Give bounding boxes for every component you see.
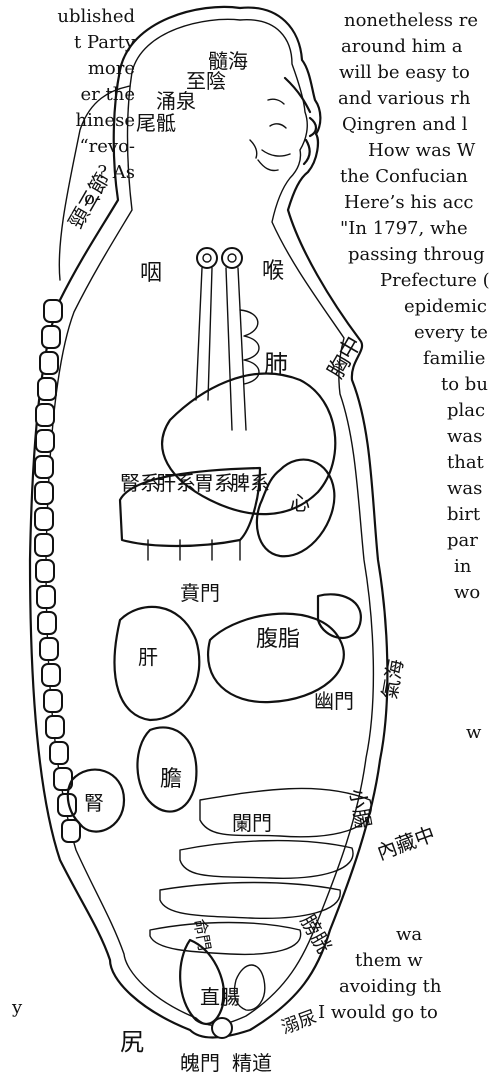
label-pylorus: 幽門 (314, 689, 354, 713)
label-lungs: 肺 (264, 350, 288, 378)
label-ileocecal: 闌門 (232, 811, 272, 835)
label-rectum: 直腸 (200, 985, 240, 1009)
label-buttock: 尻 (120, 1028, 144, 1056)
label-anus: 魄門 (180, 1051, 220, 1075)
label-stomach-system: 胃系 (194, 471, 234, 495)
label-yongquan: 涌泉 (156, 89, 196, 113)
label-heart: 心 (290, 491, 310, 515)
spleen-organ (318, 594, 361, 638)
throat-tubes (196, 248, 259, 430)
label-seminal-duct: 精道 (232, 1051, 272, 1075)
label-kidney-system: 腎系 (120, 471, 160, 495)
label-liver-system: 肝系 (156, 471, 196, 495)
label-inner-sheath: 內藏中 (374, 822, 439, 865)
label-fat-membrane: 腹脂 (256, 627, 300, 652)
label-small-intestine: 小腸 (345, 787, 376, 831)
label-gallbladder: 膽 (160, 767, 182, 792)
label-bladder: 膀胱 (296, 911, 337, 958)
label-abdomen-side: 氣海 (377, 657, 408, 701)
label-life-gate: 命門 (190, 917, 214, 952)
label-cardia: 賁門 (180, 581, 220, 605)
label-kidney: 腎 (84, 791, 104, 815)
label-neck-bones: 頸三節 (64, 169, 115, 233)
label-pharynx: 咽 (140, 261, 162, 286)
genital-circle (212, 1018, 232, 1038)
label-spleen-system: 脾系 (230, 471, 270, 495)
label-liver: 肝 (138, 645, 158, 669)
label-weilv: 尾骶 (136, 111, 176, 135)
label-larynx: 喉 (262, 259, 284, 284)
label-urethra: 溺尿 (279, 1007, 320, 1039)
